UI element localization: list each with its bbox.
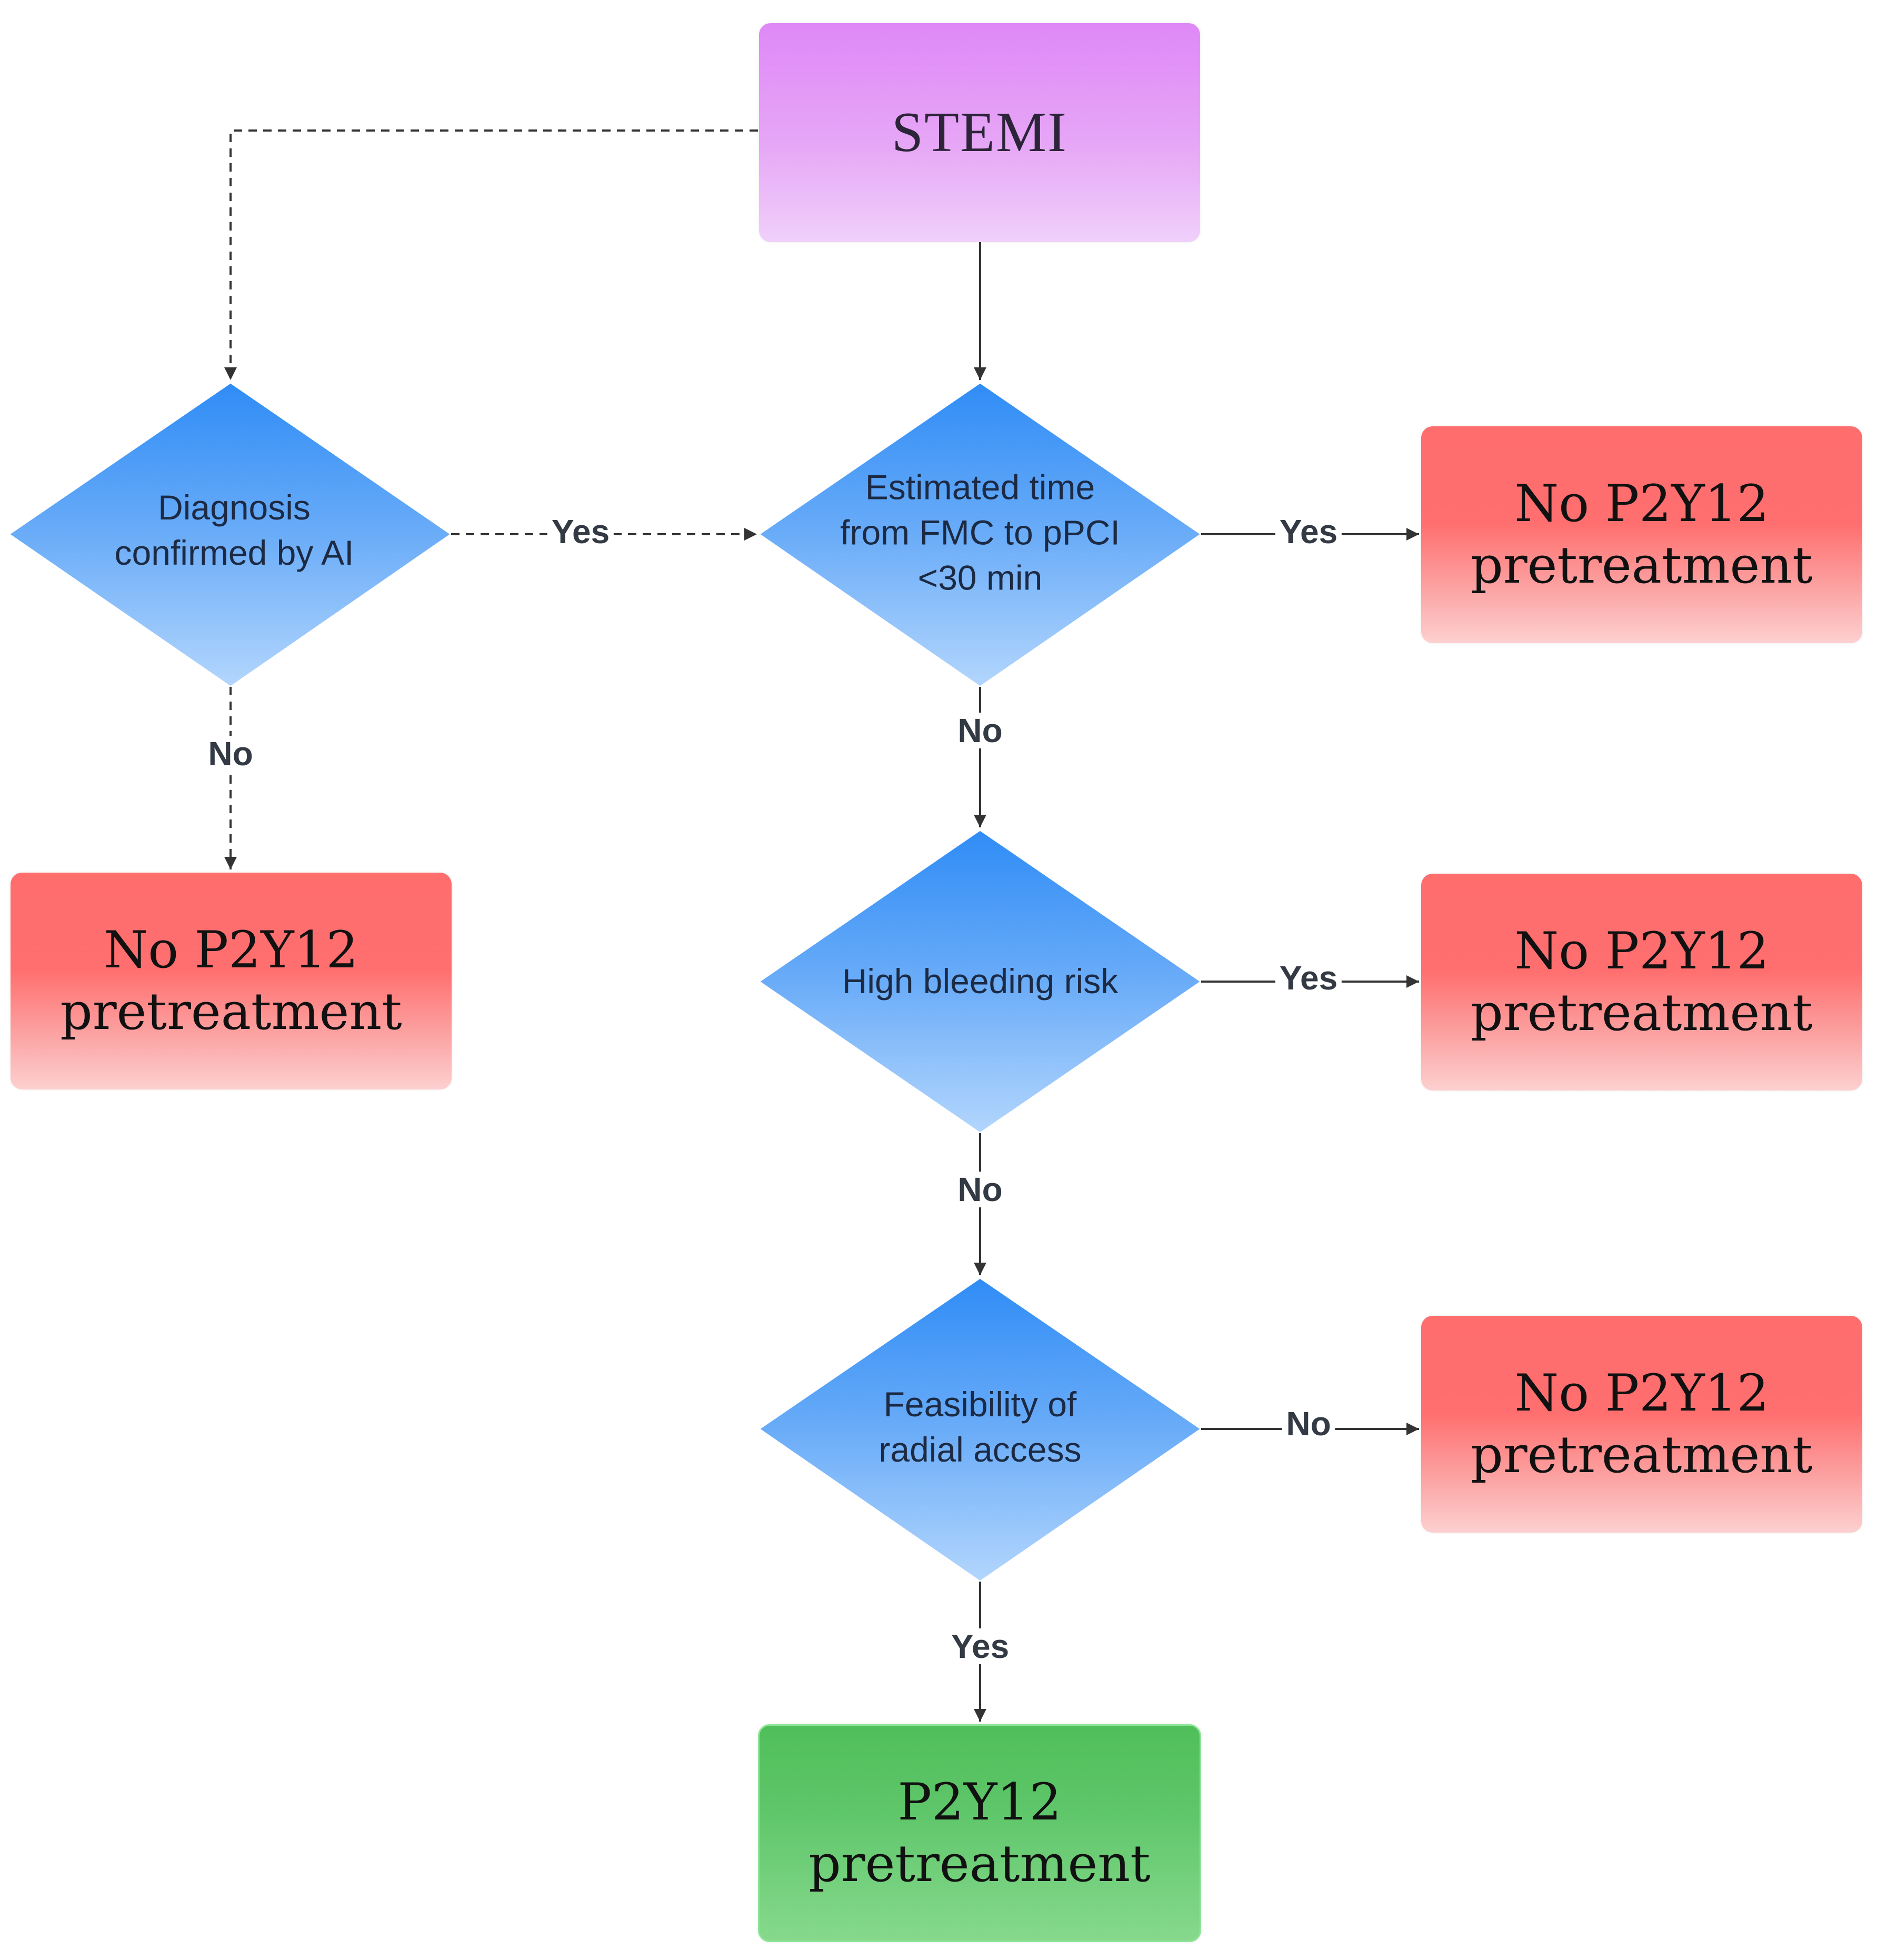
outcome-bleed-yes: No P2Y12 pretreatment: [1421, 874, 1862, 1091]
edge-label-time-no: No: [953, 713, 1007, 748]
start-node-label: STEMI: [892, 101, 1067, 164]
edge-label-bleed-yes: Yes: [1275, 960, 1342, 996]
edge-label-radial-yes: Yes: [946, 1628, 1014, 1664]
outcome-label: No P2Y12 pretreatment: [60, 920, 402, 1041]
outcome-label: No P2Y12 pretreatment: [1471, 921, 1813, 1042]
outcome-label: No P2Y12 pretreatment: [1471, 474, 1813, 595]
outcome-ai-no: No P2Y12 pretreatment: [11, 873, 452, 1089]
outcome-label: No P2Y12 pretreatment: [1471, 1363, 1813, 1484]
decision-label-ai: Diagnosis confirmed by AI: [114, 488, 354, 572]
decision-label-bleed: High bleeding risk: [842, 962, 1119, 1001]
edge-label-ai-no: No: [204, 736, 257, 772]
outcome-label: P2Y12 pretreatment: [808, 1772, 1151, 1893]
edge-label-bleed-no: No: [953, 1172, 1007, 1207]
edge-label-radial-no: No: [1282, 1406, 1335, 1442]
decision-label-time: Estimated time from FMC to pPCI <30 min: [840, 467, 1120, 597]
edge-label-time-yes: Yes: [1275, 514, 1342, 549]
edge-stemi-to-ai: [224, 129, 758, 380]
start-node-stemi: STEMI: [759, 23, 1200, 242]
outcome-radial-no: No P2Y12 pretreatment: [1421, 1316, 1862, 1533]
outcome-time-yes: No P2Y12 pretreatment: [1421, 426, 1862, 643]
edge-label-ai-yes: Yes: [547, 514, 614, 549]
outcome-radial-yes: P2Y12 pretreatment: [758, 1724, 1201, 1942]
decision-label-radial: Feasibility of radial access: [878, 1385, 1082, 1469]
